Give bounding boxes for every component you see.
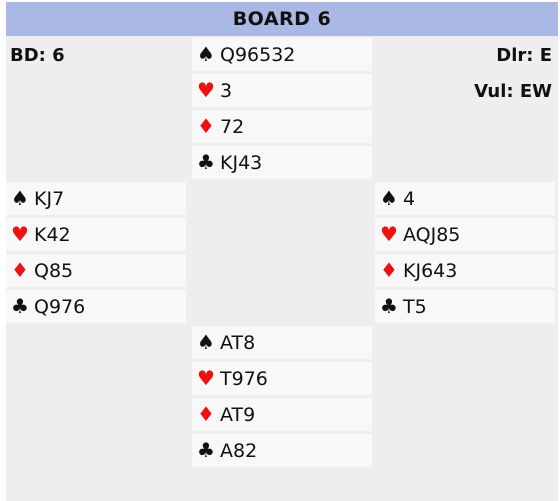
north-spades: ♠Q96532 — [192, 38, 372, 71]
west-spades: ♠KJ7 — [6, 182, 186, 215]
club-icon: ♣ — [197, 438, 215, 462]
dealer: Dlr: E — [496, 45, 552, 66]
spade-icon: ♠ — [380, 186, 398, 210]
east-spades: ♠4 — [375, 182, 555, 215]
heart-icon: ♥ — [380, 222, 398, 246]
diamond-icon: ♦ — [197, 114, 215, 138]
club-icon: ♣ — [197, 150, 215, 174]
north-diamonds: ♦72 — [192, 110, 372, 143]
diamond-icon: ♦ — [11, 258, 29, 282]
east-clubs-cards: T5 — [403, 296, 427, 318]
heart-icon: ♥ — [11, 222, 29, 246]
bridge-board: BOARD 6 BD: 6 Dlr: E Vul: EW ♠Q96532 ♥3 … — [6, 2, 558, 501]
north-hearts: ♥3 — [192, 74, 372, 107]
south-clubs: ♣A82 — [192, 434, 372, 467]
north-spades-cards: Q96532 — [220, 44, 296, 66]
west-clubs: ♣Q976 — [6, 290, 186, 323]
heart-icon: ♥ — [197, 78, 215, 102]
west-diamonds-cards: Q85 — [34, 260, 74, 282]
west-diamonds: ♦Q85 — [6, 254, 186, 287]
east-spades-cards: 4 — [403, 188, 416, 210]
west-spades-cards: KJ7 — [34, 188, 65, 210]
north-clubs-cards: KJ43 — [220, 152, 263, 174]
east-hearts-cards: AQJ85 — [403, 224, 461, 246]
board-title: BOARD 6 — [6, 2, 558, 36]
club-icon: ♣ — [380, 294, 398, 318]
club-icon: ♣ — [11, 294, 29, 318]
south-spades-cards: AT8 — [220, 332, 256, 354]
diamond-icon: ♦ — [197, 402, 215, 426]
south-diamonds-cards: AT9 — [220, 404, 256, 426]
board-number: BD: 6 — [10, 45, 65, 66]
south-hearts: ♥T976 — [192, 362, 372, 395]
west-hearts-cards: K42 — [34, 224, 71, 246]
east-diamonds: ♦KJ643 — [375, 254, 555, 287]
heart-icon: ♥ — [197, 366, 215, 390]
south-clubs-cards: A82 — [220, 440, 258, 462]
east-clubs: ♣T5 — [375, 290, 555, 323]
south-hearts-cards: T976 — [220, 368, 268, 390]
north-diamonds-cards: 72 — [220, 116, 245, 138]
west-clubs-cards: Q976 — [34, 296, 86, 318]
spade-icon: ♠ — [197, 330, 215, 354]
west-hearts: ♥K42 — [6, 218, 186, 251]
vulnerability: Vul: EW — [474, 81, 552, 102]
spade-icon: ♠ — [197, 42, 215, 66]
spade-icon: ♠ — [11, 186, 29, 210]
south-spades: ♠AT8 — [192, 326, 372, 359]
south-diamonds: ♦AT9 — [192, 398, 372, 431]
east-diamonds-cards: KJ643 — [403, 260, 458, 282]
east-hearts: ♥AQJ85 — [375, 218, 555, 251]
north-hearts-cards: 3 — [220, 80, 233, 102]
north-clubs: ♣KJ43 — [192, 146, 372, 179]
diamond-icon: ♦ — [380, 258, 398, 282]
